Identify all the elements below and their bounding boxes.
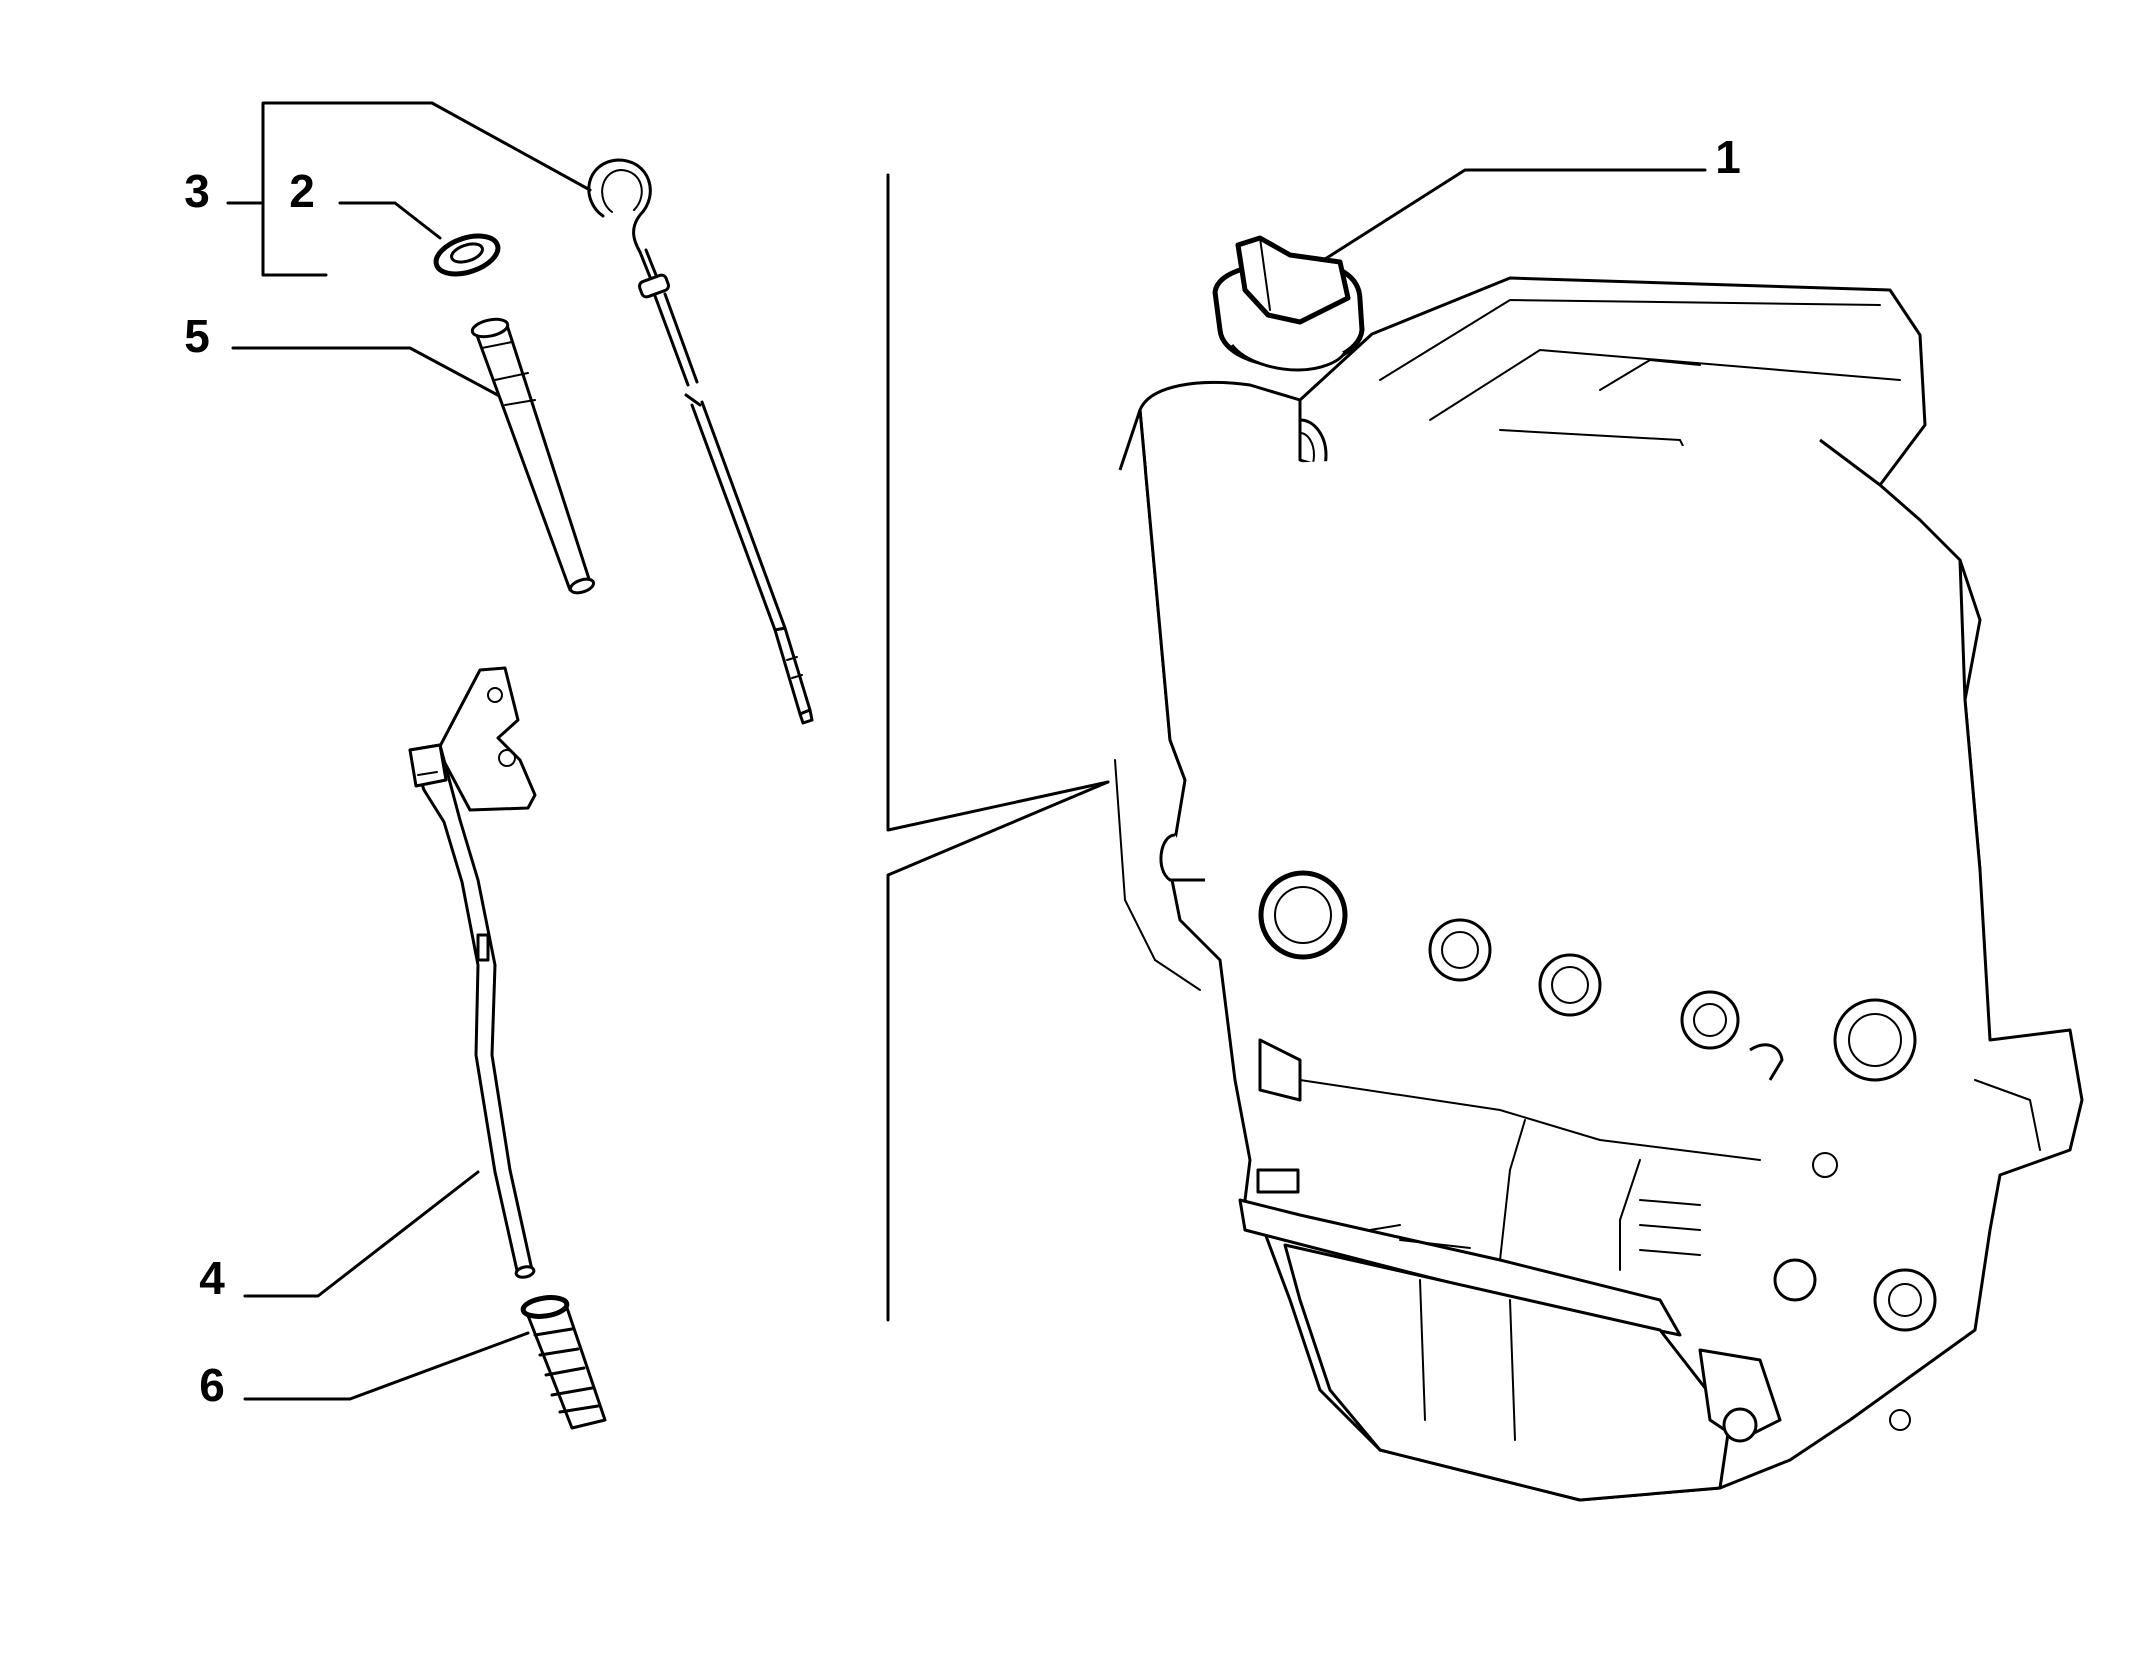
leader-bracket-3-vertical bbox=[261, 101, 592, 277]
engine-reference-bracket bbox=[886, 173, 1110, 832]
callout-label-1: 1 bbox=[1715, 131, 1741, 183]
callout-label-3: 3 bbox=[184, 165, 210, 217]
dipstick-part bbox=[587, 158, 814, 725]
leader-line-5 bbox=[231, 346, 509, 402]
seal-ring-part bbox=[433, 233, 501, 277]
rubber-sleeve-part bbox=[520, 1295, 607, 1430]
oil-filler-cap-part bbox=[1212, 235, 1365, 372]
callout-label-5: 5 bbox=[184, 310, 210, 362]
engine-block-assembly bbox=[1114, 276, 2084, 1502]
guide-tube-part bbox=[408, 666, 537, 1279]
callout-label-2: 2 bbox=[289, 165, 315, 217]
engine-reference-bracket-lower bbox=[886, 780, 1110, 1322]
leader-line-4 bbox=[243, 1170, 480, 1298]
callout-label-4: 4 bbox=[199, 1252, 225, 1304]
callout-label-6: 6 bbox=[199, 1359, 225, 1411]
leader-line-6 bbox=[243, 1331, 530, 1401]
dipstick-tube-part bbox=[470, 317, 596, 595]
leader-line-2 bbox=[338, 201, 442, 240]
leader-line-1 bbox=[1298, 168, 1707, 277]
